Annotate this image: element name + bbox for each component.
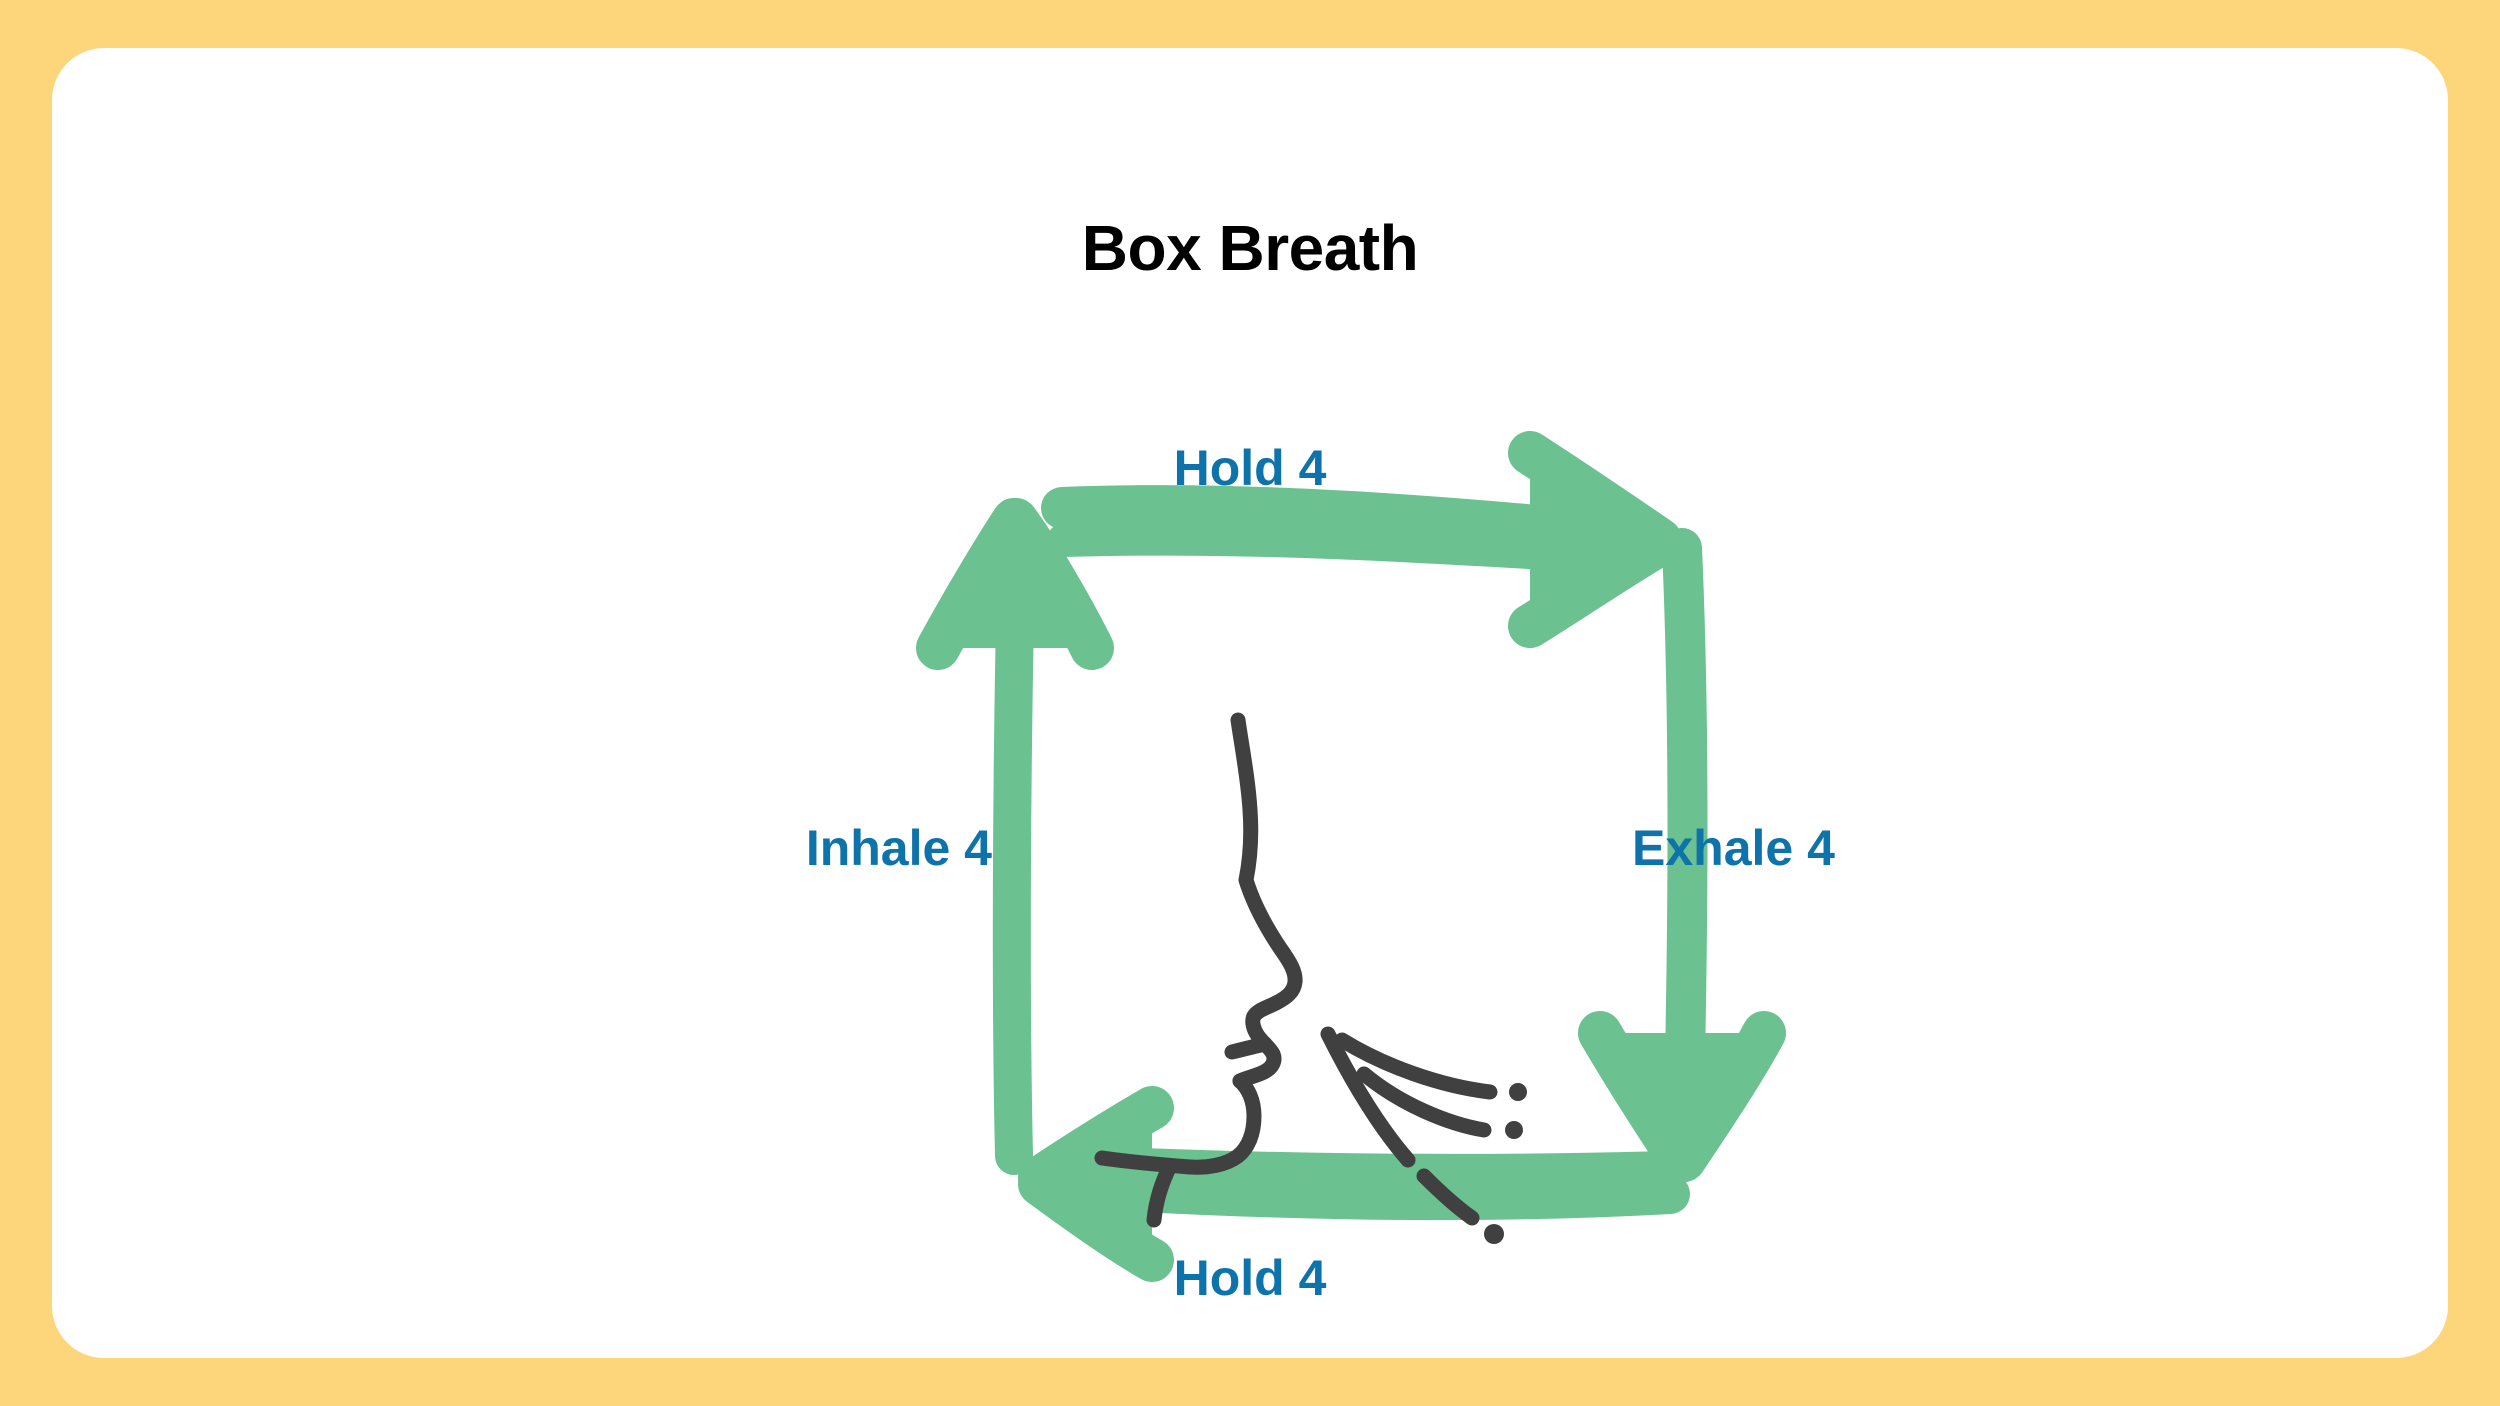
face-exhaling-profile-icon [1094, 712, 1527, 1244]
arrow-up-icon [916, 498, 1114, 1175]
content-card: Box Breath [52, 48, 2448, 1358]
arrow-down-icon [1578, 528, 1786, 1182]
page-title: Box Breath [1081, 212, 1419, 284]
label-exhale: Exhale 4 [1632, 820, 1835, 876]
box-breath-svg [916, 431, 1786, 1282]
label-inhale: Inhale 4 [805, 820, 992, 876]
box-breath-diagram [52, 48, 2448, 1358]
label-hold-top: Hold 4 [1173, 440, 1327, 496]
arrow-right-icon [1041, 431, 1682, 648]
arrow-left-icon [1018, 1086, 1690, 1282]
label-hold-bottom: Hold 4 [1173, 1250, 1327, 1306]
